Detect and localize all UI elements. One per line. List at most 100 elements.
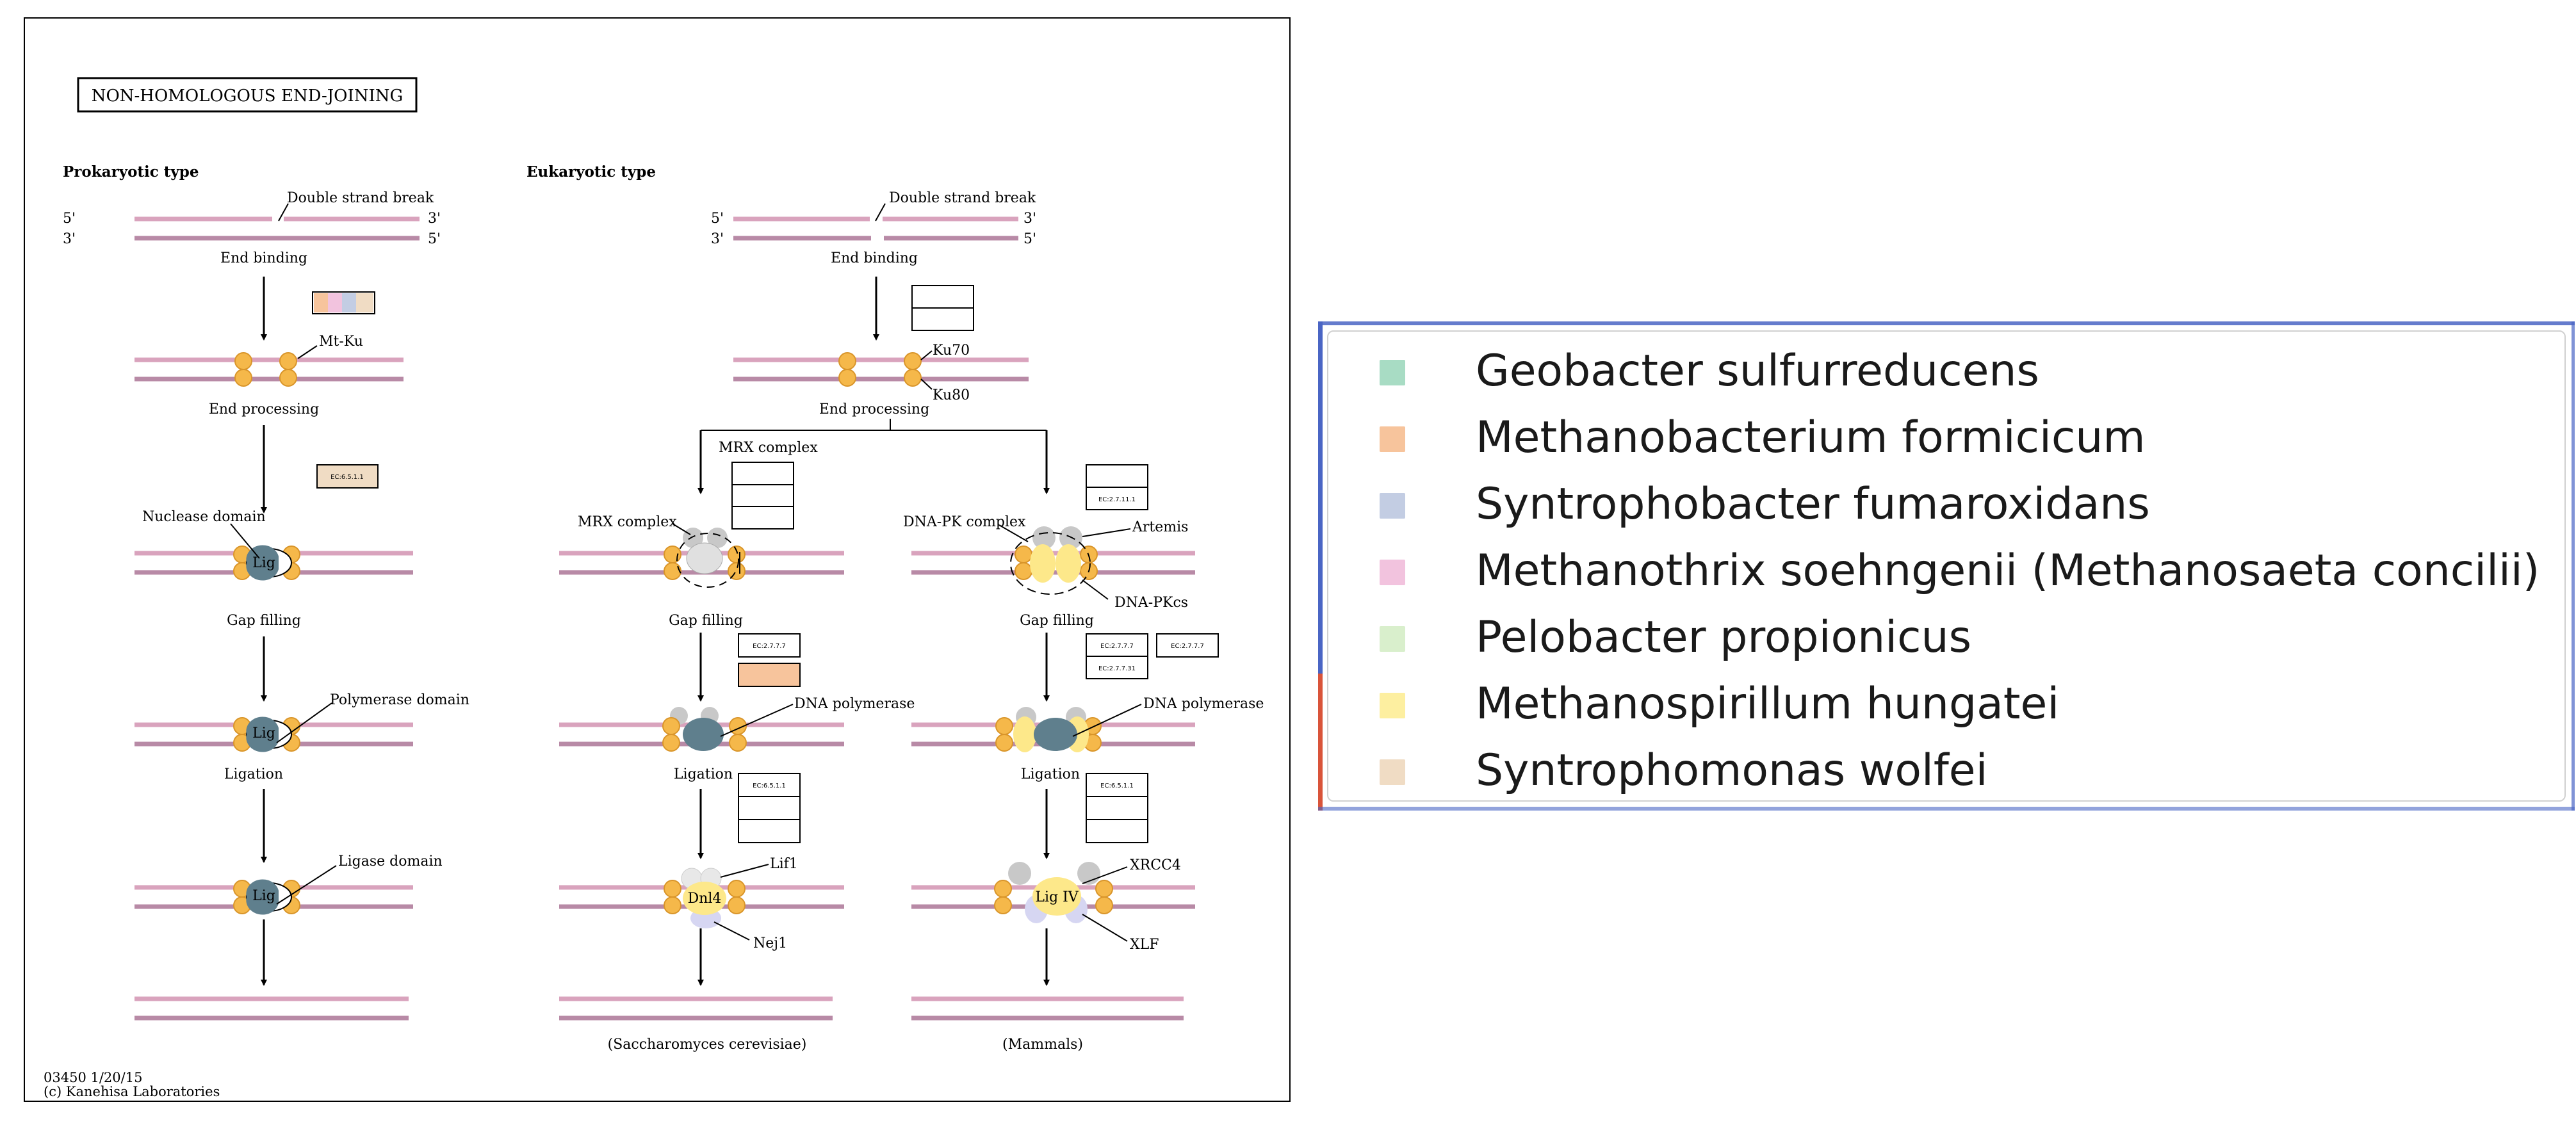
svg-text:EC:2.7.7.7: EC:2.7.7.7 [1100,643,1134,650]
mammal-polymerase-gene-box[interactable]: EC:2.7.7.7 EC:2.7.7.31 EC:2.7.7.7 [1086,633,1219,679]
prok-mt-ku-label: Mt-Ku [319,334,363,350]
legend-item: Pelobacter propionicus [1380,612,2564,663]
prok-nuclease-dna [135,545,413,581]
legend-swatch [1380,693,1405,718]
svg-text:EC:2.7.7.31: EC:2.7.7.31 [1098,665,1136,672]
svg-text:EC:2.7.7.7: EC:2.7.7.7 [1171,643,1204,650]
pathway-title-box [77,77,418,113]
legend-edge-top [1318,321,2575,325]
yeast-ligase-gene-box[interactable]: EC:6.5.1.1 [738,773,801,843]
prok-ligase-domain-label: Ligase domain [338,853,443,869]
prok-gap-filling-label: Gap filling [227,613,301,629]
yeast-organism-label: (Saccharomyces cerevisiae) [608,1037,807,1053]
euk-ku70-label: Ku70 [933,343,970,359]
euk-ku-gene-box[interactable] [911,285,974,331]
svg-text:EC:6.5.1.1: EC:6.5.1.1 [1100,782,1134,789]
yeast-mrx-dna [559,528,844,588]
euk-dsb-dna [733,216,1018,241]
euk-dsb-label: Double strand break [889,190,1036,206]
prok-end-processing-label: End processing [209,401,319,417]
yeast-mrx-gene-box[interactable] [731,462,794,530]
mammal-polymerase-dna [911,707,1195,752]
legend-item: Syntrophomonas wolfei [1380,745,2564,796]
yeast-ligase-dna [559,868,844,928]
mammal-organism-label: (Mammals) [1002,1037,1083,1053]
euk-ku80-label: Ku80 [933,387,970,403]
svg-text:EC:6.5.1.1: EC:6.5.1.1 [753,782,786,789]
legend-label: Syntrophomonas wolfei [1476,745,1988,796]
yeast-gap-filling-label: Gap filling [669,613,743,629]
prok-nuclease-domain-label: Nuclease domain [142,509,266,525]
mammal-ligase-dna [911,862,1195,923]
legend-edge-right [2572,321,2575,811]
prok-lig-ligase: Lig [252,888,275,904]
yeast-lif1-label: Lif1 [770,856,798,872]
prok-lig-nuclease: Lig [252,555,275,571]
svg-text:EC:6.5.1.1: EC:6.5.1.1 [330,474,364,481]
prok-repaired-dna [135,996,409,1021]
prok-lig-polymerase: Lig [252,725,275,741]
legend-item: Methanothrix soehngenii (Methanosaeta co… [1380,546,2564,597]
diagram-frame [24,17,1291,1102]
mammal-repaired-dna [911,996,1184,1021]
yeast-polymerase-dna [559,707,844,752]
mammal-dna-polymerase-label: DNA polymerase [1143,696,1264,712]
legend-item: Geobacter sulfurreducens [1380,346,2564,397]
euk-5prime-left: 5' [711,211,724,227]
prok-3prime-right: 3' [428,211,441,227]
prok-dsb-dna [135,216,420,241]
mammal-artemis-label: Artemis [1132,519,1188,535]
yeast-repaired-dna [559,996,833,1021]
mammal-ligase-gene-box[interactable]: EC:6.5.1.1 [1086,773,1148,843]
legend-swatch [1380,560,1405,585]
euk-5prime-right: 5' [1023,231,1036,247]
legend-item: Syntrophobacter fumaroxidans [1380,479,2564,530]
mammal-pk-gene-box[interactable]: EC:2.7.11.1 [1086,464,1148,510]
prok-ku-bound-dna [135,352,404,387]
yeast-dna-polymerase-label: DNA polymerase [794,696,915,712]
legend-swatch [1380,493,1405,519]
yeast-mrx-complex-label: MRX complex [578,514,677,530]
yeast-mrx-box-label: MRX complex [719,440,818,456]
pathway-title: NON-HOMOLOGOUS END-JOINING [92,86,404,106]
euk-end-processing-label: End processing [819,401,929,417]
prok-5prime-right: 5' [428,231,441,247]
yeast-polymerase-gene-box[interactable]: EC:2.7.7.7 [738,633,801,687]
svg-text:EC:2.7.11.1: EC:2.7.11.1 [1098,496,1136,503]
mammal-gap-filling-label: Gap filling [1020,613,1094,629]
euk-branch-connector [697,419,1050,494]
prok-ligation-label: Ligation [224,766,283,782]
prok-ligase-gene-box[interactable]: EC:6.5.1.1 [316,464,379,489]
legend-panel: Geobacter sulfurreducens Methanobacteriu… [1327,330,2566,802]
legend-label: Methanospirillum hungatei [1476,679,2060,729]
prok-5prime-left: 5' [63,211,76,227]
prok-3prime-left: 3' [63,231,76,247]
prok-mt-ku-gene-box[interactable] [312,291,375,314]
euk-3prime-right: 3' [1023,211,1036,227]
svg-text:EC:2.7.7.7: EC:2.7.7.7 [753,643,786,650]
mammal-dnapk-dna [911,526,1195,595]
prok-polymerase-domain-label: Polymerase domain [330,692,469,708]
legend-swatch [1380,759,1405,785]
mammal-xlf-label: XLF [1130,937,1159,953]
mammal-ligation-label: Ligation [1021,766,1080,782]
legend-label: Geobacter sulfurreducens [1476,346,2039,396]
euk-ku-bound-dna [733,352,1029,387]
kegg-pathway-diagram: NON-HOMOLOGOUS END-JOINING Prokaryotic t… [24,17,1291,1102]
legend-edge-bottom [1318,807,2575,811]
mammal-dnapk-complex-label: DNA-PK complex [903,514,1026,530]
organism-legend: Geobacter sulfurreducens Methanobacteriu… [1318,321,2575,811]
mammal-lig-iv-label: Lig IV [1035,889,1079,905]
legend-item: Methanospirillum hungatei [1380,679,2564,730]
yeast-dnl4-label: Dnl4 [688,891,722,907]
legend-label: Syntrophobacter fumaroxidans [1476,479,2150,530]
legend-swatch [1380,626,1405,652]
yeast-nej1-label: Nej1 [753,935,787,951]
legend-item: Methanobacterium formicicum [1380,412,2564,464]
eukaryotic-type-label: Eukaryotic type [526,163,656,181]
prok-end-binding-label: End binding [220,250,307,266]
legend-swatch [1380,426,1405,452]
euk-3prime-left: 3' [711,231,724,247]
legend-label: Pelobacter propionicus [1476,612,1971,663]
euk-end-binding-label: End binding [831,250,918,266]
